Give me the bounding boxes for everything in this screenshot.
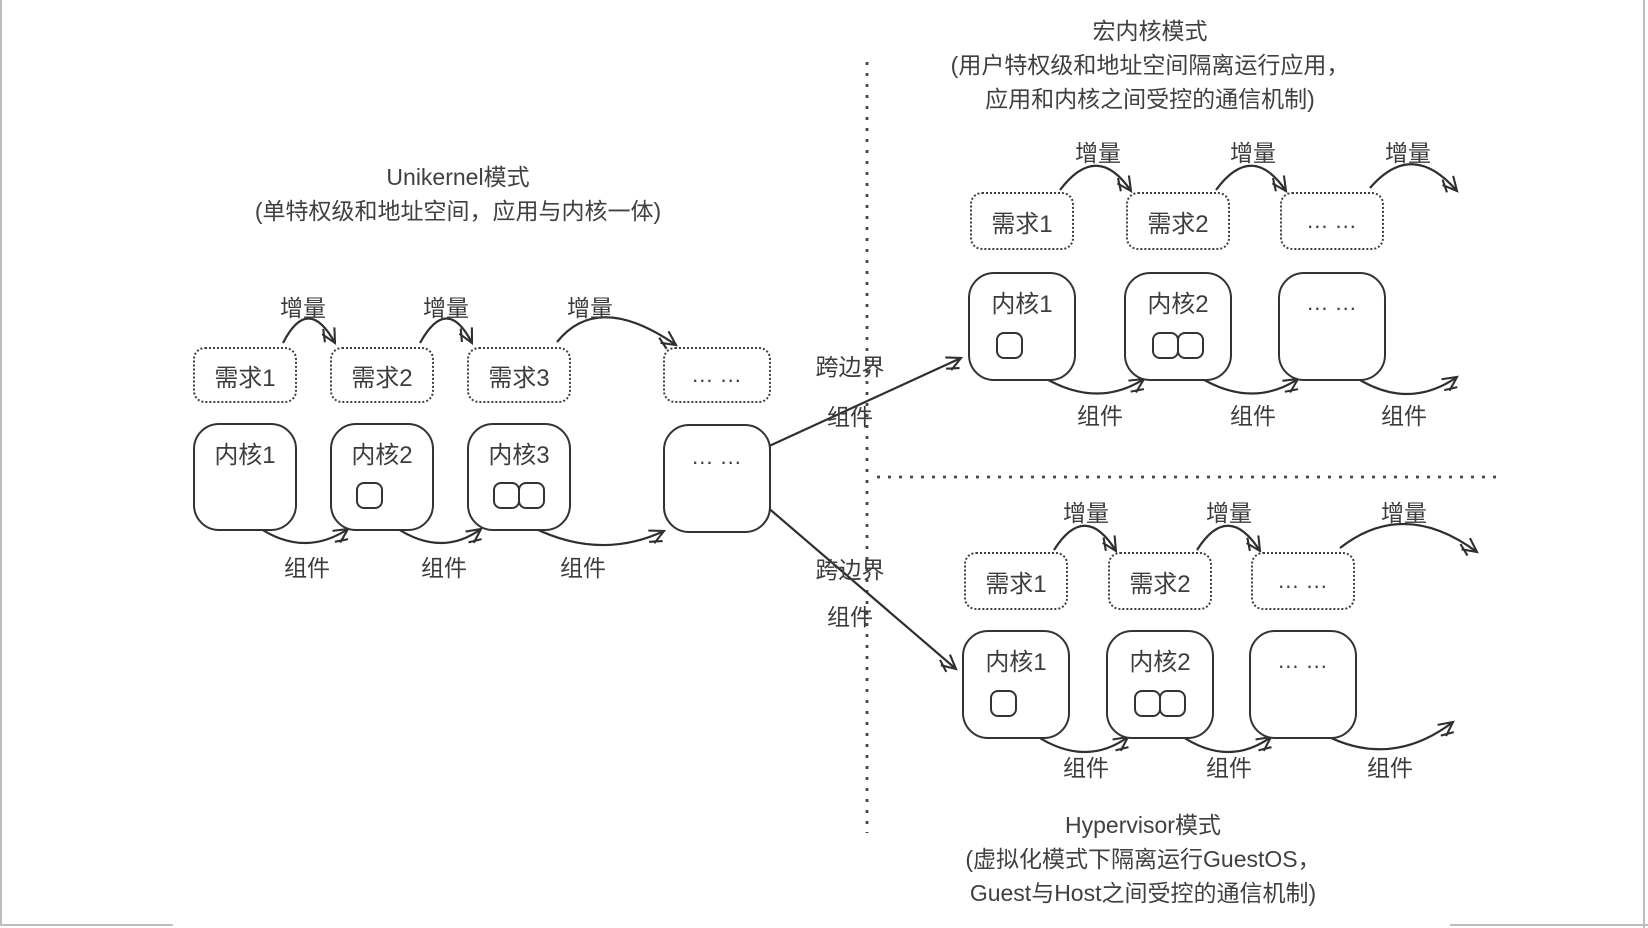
kernel-box-label: 内核2: [351, 442, 413, 469]
demand-box-label: ... ...: [1278, 568, 1328, 593]
component-label: 组件: [421, 555, 467, 581]
component-square-icon: [493, 482, 520, 509]
kernel-box-label: ... ...: [1278, 648, 1328, 673]
demand-box-label: 需求2: [351, 364, 413, 392]
increment-label: 增量: [1063, 500, 1109, 526]
demand-box: 需求2: [1108, 552, 1212, 610]
cross-boundary-component-label: 组件: [827, 404, 873, 430]
kernel-box-label: 内核2: [1129, 649, 1191, 676]
component-square-icon: [1177, 332, 1204, 359]
unikernel-title-block: Unikernel模式 (单特权级和地址空间，应用与内核一体): [158, 160, 758, 228]
component-label: 组件: [1077, 403, 1123, 429]
component-square-icon: [355, 482, 383, 509]
section-title: Unikernel模式: [386, 164, 530, 190]
kernel-box: ... ...: [1278, 272, 1386, 381]
kernel-box: ... ...: [1249, 630, 1357, 739]
kernel-box-label: 内核2: [1147, 291, 1209, 318]
component-squares: [469, 482, 569, 509]
kernel-box-label: ... ...: [692, 444, 742, 469]
section-subtitle: (虚拟化模式下隔离运行GuestOS，: [965, 846, 1321, 872]
hypervisor-title-block: Hypervisor模式 (虚拟化模式下隔离运行GuestOS， Guest与H…: [843, 808, 1443, 910]
increment-arrow: [1059, 164, 1133, 193]
component-label: 组件: [560, 555, 606, 581]
component-squares: [1126, 332, 1230, 359]
increment-label: 增量: [280, 295, 326, 321]
increment-label: 增量: [1206, 500, 1252, 526]
kernel-box-label: 内核1: [985, 649, 1047, 676]
kernel-box: 内核3: [467, 423, 571, 531]
component-squares: [319, 482, 419, 509]
kernel-box: 内核1: [962, 630, 1070, 739]
component-square-icon: [989, 690, 1017, 717]
increment-arrow: [1053, 524, 1118, 553]
component-squares: [957, 332, 1061, 359]
component-label: 组件: [1206, 755, 1252, 781]
component-squares: [951, 690, 1055, 717]
section-subtitle: (单特权级和地址空间，应用与内核一体): [254, 198, 662, 224]
increment-label: 增量: [423, 295, 469, 321]
component-label: 组件: [1230, 403, 1276, 429]
demand-box: 需求2: [1126, 192, 1230, 250]
demand-box: 需求2: [330, 347, 434, 403]
cross-boundary-label: 跨边界: [815, 557, 885, 583]
demand-box: ... ...: [663, 347, 771, 403]
increment-arrow: [1339, 522, 1479, 557]
section-subtitle: Guest与Host之间受控的通信机制): [969, 880, 1317, 906]
component-squares: [1108, 690, 1212, 717]
demand-box: 需求1: [193, 347, 297, 403]
component-label: 组件: [1381, 403, 1427, 429]
kernel-box-label: ... ...: [1307, 290, 1357, 315]
increment-label: 增量: [567, 295, 613, 321]
component-arrow: [1354, 375, 1459, 395]
demand-box-label: ... ...: [692, 362, 742, 387]
component-square-icon: [518, 482, 545, 509]
increment-arrow: [1369, 163, 1459, 193]
section-subtitle: (用户特权级和地址空间隔离运行应用，: [950, 52, 1350, 78]
demand-box: 需求1: [970, 192, 1074, 250]
demand-box-label: 需求3: [488, 364, 550, 392]
component-label: 组件: [284, 555, 330, 581]
demand-box-label: 需求2: [1147, 210, 1209, 238]
demand-box: ... ...: [1251, 552, 1355, 610]
component-square-icon: [1152, 332, 1179, 359]
increment-arrow: [1196, 524, 1262, 553]
demand-box: 需求3: [467, 347, 571, 403]
component-square-icon: [1134, 690, 1161, 717]
demand-box-label: 需求1: [985, 570, 1047, 598]
section-title: Hypervisor模式: [1065, 812, 1221, 838]
section-subtitle: 应用和内核之间受控的通信机制): [985, 86, 1315, 112]
kernel-box: 内核1: [968, 272, 1076, 381]
demand-box-label: ... ...: [1307, 208, 1357, 233]
kernel-box: 内核2: [1124, 272, 1232, 381]
component-square-icon: [1159, 690, 1186, 717]
increment-arrow: [419, 317, 474, 346]
increment-label: 增量: [1381, 500, 1427, 526]
demand-box: ... ...: [1280, 192, 1384, 250]
kernel-box-label: 内核1: [214, 442, 276, 469]
demand-box: 需求1: [964, 552, 1068, 610]
demand-box-label: 需求1: [991, 210, 1053, 238]
increment-arrow: [1215, 164, 1288, 193]
kernel-box-label: 内核3: [488, 442, 550, 469]
component-square-icon: [995, 332, 1023, 359]
cross-boundary-label: 跨边界: [815, 354, 885, 380]
increment-arrow: [282, 317, 337, 346]
demand-box-label: 需求2: [1129, 570, 1191, 598]
kernel-box: ... ...: [663, 424, 771, 533]
cross-boundary-arrow: [765, 505, 958, 673]
increment-label: 增量: [1075, 140, 1121, 166]
section-title: 宏内核模式: [1092, 18, 1208, 44]
component-label: 组件: [1063, 755, 1109, 781]
kernel-box-label: 内核1: [991, 291, 1053, 318]
macrokernel-title-block: 宏内核模式 (用户特权级和地址空间隔离运行应用， 应用和内核之间受控的通信机制): [850, 14, 1450, 116]
kernel-box: 内核1: [193, 423, 297, 531]
demand-box-label: 需求1: [214, 364, 276, 392]
cross-boundary-component-label: 组件: [827, 604, 873, 630]
kernel-box: 内核2: [1106, 630, 1214, 739]
component-label: 组件: [1367, 755, 1413, 781]
increment-label: 增量: [1385, 140, 1431, 166]
kernel-box: 内核2: [330, 423, 434, 531]
increment-label: 增量: [1230, 140, 1276, 166]
